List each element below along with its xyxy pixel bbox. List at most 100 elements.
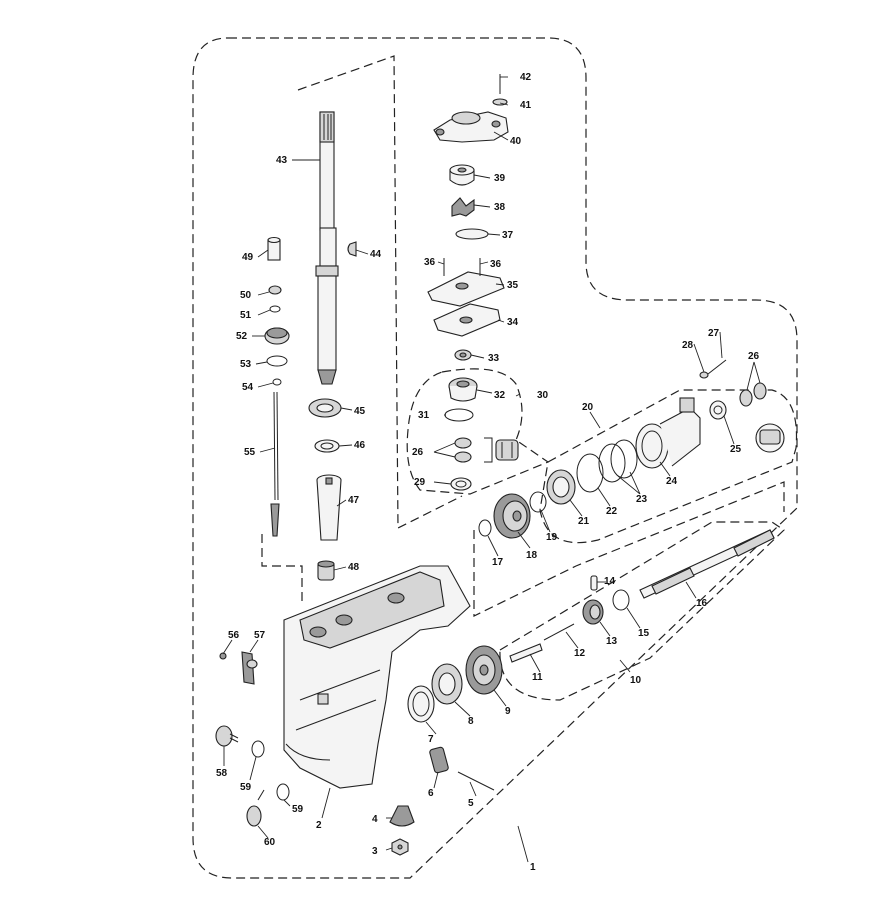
oil-seals-26-left	[454, 437, 519, 463]
callout-56: 56	[228, 630, 240, 641]
screw-56	[219, 652, 227, 660]
key-44	[347, 241, 357, 257]
bearing-housing-24	[635, 397, 701, 469]
cover-57	[241, 651, 258, 685]
callout-23: 23	[636, 494, 648, 505]
housing-to-gear-link	[473, 481, 785, 617]
washer-29	[450, 477, 472, 491]
callout-13: 13	[606, 636, 618, 647]
driveshaft-group-boundary	[297, 55, 463, 529]
callout-45: 45	[354, 406, 366, 417]
callout-27: 27	[708, 328, 720, 339]
bearing-48	[317, 560, 335, 581]
callout-44: 44	[370, 249, 382, 260]
callout-36-left: 36	[424, 257, 436, 268]
pump-group-boundary-30	[406, 368, 550, 495]
callout-20: 20	[582, 402, 594, 413]
callout-18: 18	[526, 550, 538, 561]
callout-24: 24	[666, 476, 678, 487]
pinion-4	[389, 805, 415, 827]
callout-8: 8	[468, 716, 474, 727]
bearing-21	[546, 469, 576, 505]
callout-35: 35	[507, 280, 519, 291]
callout-59-upper: 59	[240, 782, 252, 793]
gear-9	[465, 645, 503, 695]
callout-26-left: 26	[412, 447, 424, 458]
callout-9: 9	[505, 706, 511, 717]
callout-22: 22	[606, 506, 618, 517]
oil-seal-33	[454, 349, 472, 361]
callout-43: 43	[276, 155, 288, 166]
gasket-35	[427, 271, 505, 307]
washer-28	[699, 371, 709, 379]
spring-12	[543, 623, 575, 641]
shim-17	[478, 519, 492, 537]
callout-40: 40	[510, 136, 522, 147]
shift-rod-parts	[264, 236, 290, 537]
callout-12: 12	[574, 648, 586, 659]
bolt-5	[457, 771, 495, 791]
sleeve-47	[316, 474, 342, 541]
drive-shaft-43	[315, 111, 339, 385]
bushing-25	[709, 400, 727, 420]
callout-19: 19	[546, 532, 558, 543]
housing-link-line	[261, 534, 303, 602]
callout-46: 46	[354, 440, 366, 451]
plug-60	[246, 789, 265, 827]
shim-19	[529, 491, 547, 513]
callout-57: 57	[254, 630, 266, 641]
callout-54: 54	[242, 382, 254, 393]
callout-15: 15	[638, 628, 650, 639]
callout-10: 10	[630, 675, 642, 686]
bolt-27	[707, 359, 727, 375]
clip-15	[612, 589, 630, 611]
callout-39: 39	[494, 173, 506, 184]
callout-4: 4	[372, 814, 378, 825]
pin-14	[590, 575, 598, 591]
o-ring-23a	[598, 443, 626, 483]
gasket-59-lower	[276, 783, 290, 801]
impeller-38	[451, 197, 475, 217]
callout-55: 55	[244, 447, 256, 458]
washer-46	[314, 439, 340, 453]
propeller-shaft-16	[639, 529, 775, 599]
race-7	[407, 685, 435, 723]
callout-26-right: 26	[748, 351, 760, 362]
housing-32	[448, 377, 478, 402]
callout-30: 30	[537, 390, 549, 401]
callout-11: 11	[532, 672, 543, 683]
callout-38: 38	[494, 202, 506, 213]
callout-29: 29	[414, 477, 426, 488]
callout-28: 28	[682, 340, 694, 351]
callout-53: 53	[240, 359, 252, 370]
ring-22	[576, 453, 604, 493]
callout-32: 32	[494, 390, 506, 401]
callout-50: 50	[240, 290, 252, 301]
callout-labels: 42 41 40 39 38 37 36 36 35 34 33 32 30 3…	[216, 72, 760, 873]
callout-14: 14	[604, 576, 616, 587]
callout-47: 47	[348, 495, 360, 506]
callout-6: 6	[428, 788, 434, 799]
o-ring-31	[444, 408, 474, 422]
callout-25: 25	[730, 444, 742, 455]
callout-48: 48	[348, 562, 360, 573]
callout-2: 2	[316, 820, 322, 831]
callout-52: 52	[236, 331, 248, 342]
callout-36-right: 36	[490, 259, 502, 270]
callout-60: 60	[264, 837, 276, 848]
o-ring-23b	[610, 439, 638, 479]
oil-seals-26-right	[739, 382, 785, 453]
pump-housing-40	[433, 111, 509, 143]
callout-5: 5	[468, 798, 474, 809]
callout-49: 49	[242, 252, 254, 263]
plunger-11	[509, 643, 543, 663]
callout-33: 33	[488, 353, 500, 364]
leader-lines	[222, 76, 761, 863]
callout-34: 34	[507, 317, 519, 328]
callout-37: 37	[502, 230, 514, 241]
seal-37	[455, 228, 489, 240]
drain-plug-58	[215, 725, 239, 747]
reverse-gear-group-boundary-20	[539, 389, 798, 544]
callout-58: 58	[216, 768, 228, 779]
